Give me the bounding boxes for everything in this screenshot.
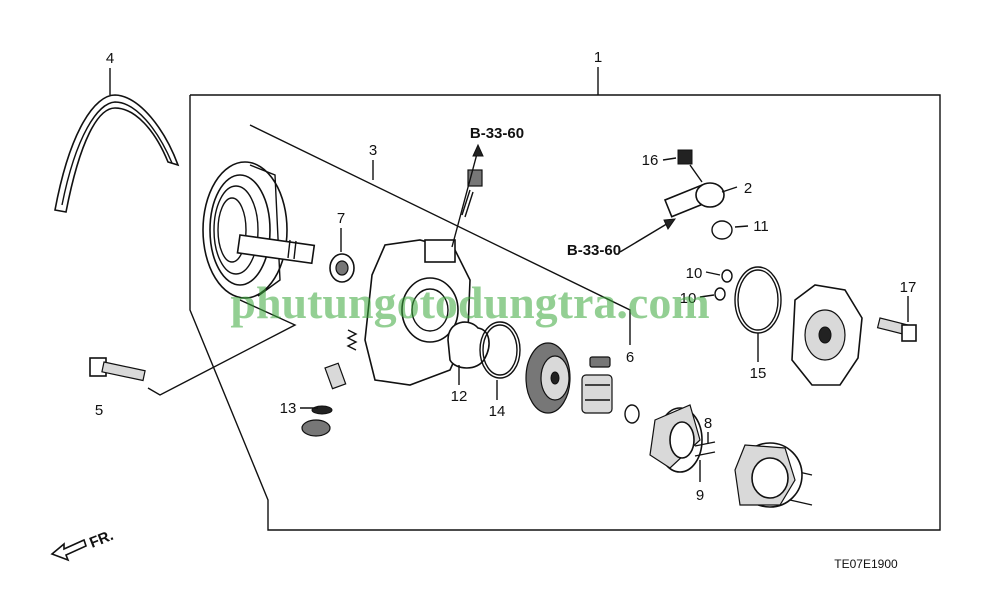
callout-3: 3 <box>369 142 377 159</box>
arrow-head-mid <box>663 218 677 231</box>
callout-13: 13 <box>280 400 297 417</box>
leader-lines <box>249 124 749 482</box>
direction-label: FR. <box>87 527 116 552</box>
callout-5: 5 <box>95 402 103 419</box>
o-ring-14 <box>479 321 521 379</box>
cover-bolt <box>876 296 917 342</box>
callout-12: 12 <box>451 388 468 405</box>
callout-8: 8 <box>704 415 712 432</box>
pump-housing <box>364 169 483 386</box>
drive-belt <box>54 68 180 213</box>
side-plate <box>525 342 571 414</box>
o-ring-15 <box>734 266 782 362</box>
watermark: phutungotodungtra.com <box>230 277 709 328</box>
callout-15: 15 <box>750 365 767 382</box>
callout-2: 2 <box>744 180 752 197</box>
rear-cover <box>791 284 863 386</box>
sleeve <box>734 442 803 508</box>
gasket <box>447 321 490 369</box>
o-ring-6 <box>624 404 640 424</box>
callout-4: 4 <box>106 50 114 67</box>
suction-joint <box>663 149 738 218</box>
arrow-head-top <box>472 143 484 157</box>
oil-seal <box>329 253 355 283</box>
flow-control-valve <box>301 329 358 437</box>
rotor <box>581 356 613 414</box>
front-direction-arrow: FR. <box>50 527 116 562</box>
callout-11: 11 <box>753 218 769 235</box>
callout-17: 17 <box>900 279 917 296</box>
callout-16: 16 <box>642 152 659 169</box>
callout-9: 9 <box>696 487 704 504</box>
mounting-bolt <box>89 299 297 396</box>
o-ring-10 <box>714 269 733 301</box>
callout-10a: 10 <box>686 265 703 282</box>
figure-code: TE07E1900 <box>834 557 898 571</box>
cam-ring <box>649 404 703 473</box>
reference-label-top: B-33-60 <box>470 125 524 142</box>
assembly-frame <box>189 67 941 531</box>
callout-6: 6 <box>626 349 634 366</box>
callout-10b: 10 <box>680 290 697 307</box>
callout-7: 7 <box>337 210 345 227</box>
pulley <box>202 161 316 299</box>
callout-1: 1 <box>594 49 602 66</box>
reference-label-middle: B-33-60 <box>567 242 621 259</box>
callout-14: 14 <box>489 403 506 420</box>
o-ring-11 <box>711 220 733 240</box>
